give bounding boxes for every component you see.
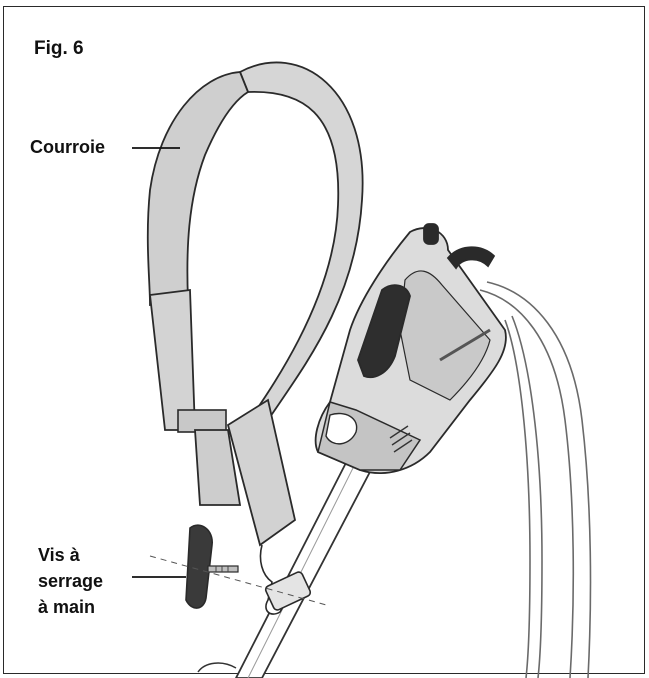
hand-screw-label: Vis à serrage à main [38,542,103,620]
hand-screw-label-line-3: à main [38,597,96,617]
strap-hook [259,544,312,615]
hand-screw [185,524,239,609]
figure-title: Fig. 6 [34,38,84,59]
trimmer-handle [314,223,507,474]
power-cord [479,281,592,678]
strap-label: Courroie [30,137,106,157]
shoulder-strap [146,61,364,547]
hand-screw-label-line-2: serrage [38,571,104,591]
hand-screw-label-line-1: Vis à [38,545,80,565]
screw-axis-line [149,555,331,607]
